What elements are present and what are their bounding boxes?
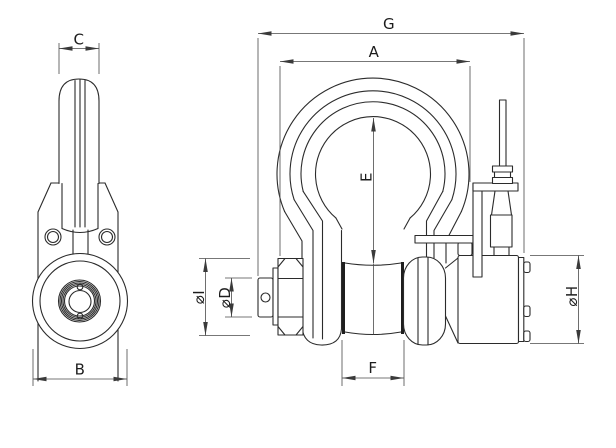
pin-center-hole (68, 289, 92, 314)
electronics-housing (457, 254, 531, 345)
dimension-b-label: B (75, 361, 86, 379)
pin-head-assembly (257, 257, 304, 336)
antenna-assembly (414, 99, 519, 278)
housing-lug (523, 261, 531, 274)
bow-arcs (276, 77, 470, 219)
dimension-i-label: ⌀I (190, 290, 208, 304)
connector-taper (490, 190, 513, 216)
bracket-strap (472, 182, 483, 278)
dimension-g: G (257, 15, 525, 276)
dimension-c: C (58, 31, 100, 74)
bow-right-leg (402, 190, 462, 346)
housing-lug (523, 305, 531, 318)
pin-cap-hole (260, 292, 271, 303)
load-cell-bobbin (342, 262, 404, 336)
bow-left-leg (284, 190, 343, 346)
right-ear-roller (402, 256, 447, 346)
pin-washer (272, 267, 279, 326)
antenna-rod (498, 99, 507, 167)
bolt-hole-right (98, 228, 116, 246)
dimension-f-label: F (368, 359, 377, 377)
shackle-side-view (31, 78, 129, 382)
connector-foot (493, 246, 510, 257)
connector-body (489, 214, 513, 248)
dimension-i: ⌀I (190, 258, 250, 336)
dimension-h-label: ⌀H (563, 285, 581, 306)
dimension-b: B (32, 349, 128, 386)
clamp-block (457, 241, 473, 257)
housing-lug (523, 330, 531, 343)
side-shank (58, 78, 100, 255)
dimension-e: E (358, 118, 376, 335)
dimension-d-label: ⌀D (216, 287, 234, 309)
clamp-bar (414, 234, 474, 244)
dimension-c-label: C (74, 31, 85, 49)
pin-nut (277, 257, 304, 336)
side-pin-end-cap (31, 252, 129, 350)
dimension-f: F (341, 340, 405, 386)
dimension-a: A (279, 43, 471, 256)
dimension-h: ⌀H (530, 255, 584, 344)
dimension-g-label: G (383, 15, 395, 33)
housing-cone (444, 257, 459, 344)
housing-end-cap (517, 256, 525, 343)
dimension-a-label: A (369, 43, 380, 61)
pin-cap (257, 277, 274, 318)
bolt-hole-left (44, 228, 62, 246)
dimension-d: ⌀D (216, 277, 252, 318)
dimension-e-label: E (358, 172, 376, 182)
shackle-front-view (257, 77, 531, 346)
bracket-plate (472, 182, 519, 192)
